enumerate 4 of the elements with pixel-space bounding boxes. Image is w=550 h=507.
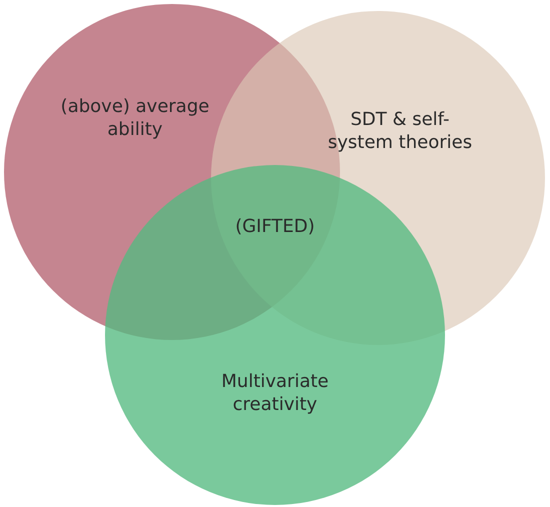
- overlap-label: (GIFTED): [234, 215, 316, 238]
- circle-label: SDT & self-system theories: [326, 108, 474, 155]
- circle-label: Multivariate creativity: [220, 370, 330, 417]
- circle-label: (above) average ability: [60, 95, 210, 142]
